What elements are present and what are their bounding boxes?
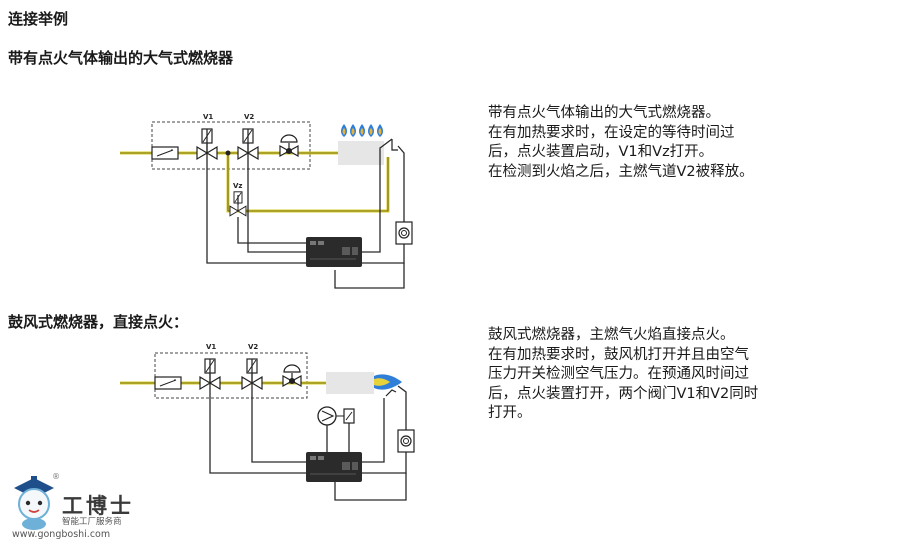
- description-fan: 鼓风式燃烧器，主燃气火焰直接点火。 在有加热要求时，鼓风机打开并且由空气 压力开…: [488, 326, 758, 424]
- flame-icon: [359, 124, 365, 137]
- description-line: 后，点火装置打开，两个阀门V1和V2同时: [488, 385, 759, 402]
- diagram-fan: V1 V2: [120, 343, 415, 501]
- ignition-electrode: [391, 139, 398, 151]
- description-line: 在有加热要求时，在设定的等待时间过: [488, 124, 735, 141]
- diagram-atmospheric: V1 V2 Vz: [120, 113, 413, 289]
- gas-filter: [154, 376, 182, 390]
- burner-controller: [305, 236, 363, 268]
- flame-icon: [368, 124, 374, 137]
- pressure-regulator: [279, 134, 299, 157]
- gas-filter: [151, 146, 179, 160]
- flame-sensor: [397, 429, 415, 453]
- label-v2: V2: [248, 343, 258, 351]
- flame-icon: [350, 124, 356, 137]
- pressure-regulator: [282, 364, 302, 387]
- description-line: 带有点火气体输出的大气式燃烧器。: [488, 105, 720, 121]
- registered-mark: ®: [52, 472, 60, 481]
- section-title-fan: 鼓风式燃烧器，直接点火：: [8, 313, 189, 331]
- description-line: 鼓风式燃烧器，主燃气火焰直接点火。: [488, 327, 735, 343]
- description-line: 在检测到火焰之后，主燃气道V2被释放。: [488, 163, 754, 180]
- description-line: 在有加热要求时，鼓风机打开并且由空气: [488, 346, 749, 363]
- valve-group-box: [154, 352, 308, 399]
- logo-mascot: [14, 476, 54, 530]
- ignition-electrode: [385, 389, 397, 397]
- flame-sensor: [395, 221, 413, 245]
- valve-group-box: [151, 121, 311, 170]
- flame-icon: [341, 124, 347, 137]
- control-wiring: [209, 359, 407, 501]
- flame-icon: [377, 124, 383, 137]
- burner-controller: [305, 451, 363, 483]
- label-vz: Vz: [233, 182, 243, 190]
- burner: [326, 372, 374, 394]
- logo-name: 工博士: [62, 493, 134, 518]
- page-title: 连接举例: [8, 10, 69, 28]
- burner: [338, 141, 384, 165]
- description-atmospheric: 带有点火气体输出的大气式燃烧器。 在有加热要求时，在设定的等待时间过 后，点火装…: [488, 104, 754, 182]
- label-v1: V1: [203, 113, 213, 121]
- logo-tagline: 智能工厂服务商: [62, 517, 122, 527]
- logo-url: www.gongboshi.com: [12, 529, 111, 540]
- control-wiring: [206, 129, 405, 289]
- section-title-atmospheric: 带有点火气体输出的大气式燃烧器: [8, 49, 234, 67]
- label-v2: V2: [244, 113, 254, 121]
- label-v1: V1: [206, 343, 216, 351]
- description-line: 打开。: [488, 405, 532, 421]
- description-line: 后，点火装置启动，V1和Vz打开。: [488, 144, 714, 160]
- description-line: 压力开关检测空气压力。在预通风时间过: [488, 366, 749, 382]
